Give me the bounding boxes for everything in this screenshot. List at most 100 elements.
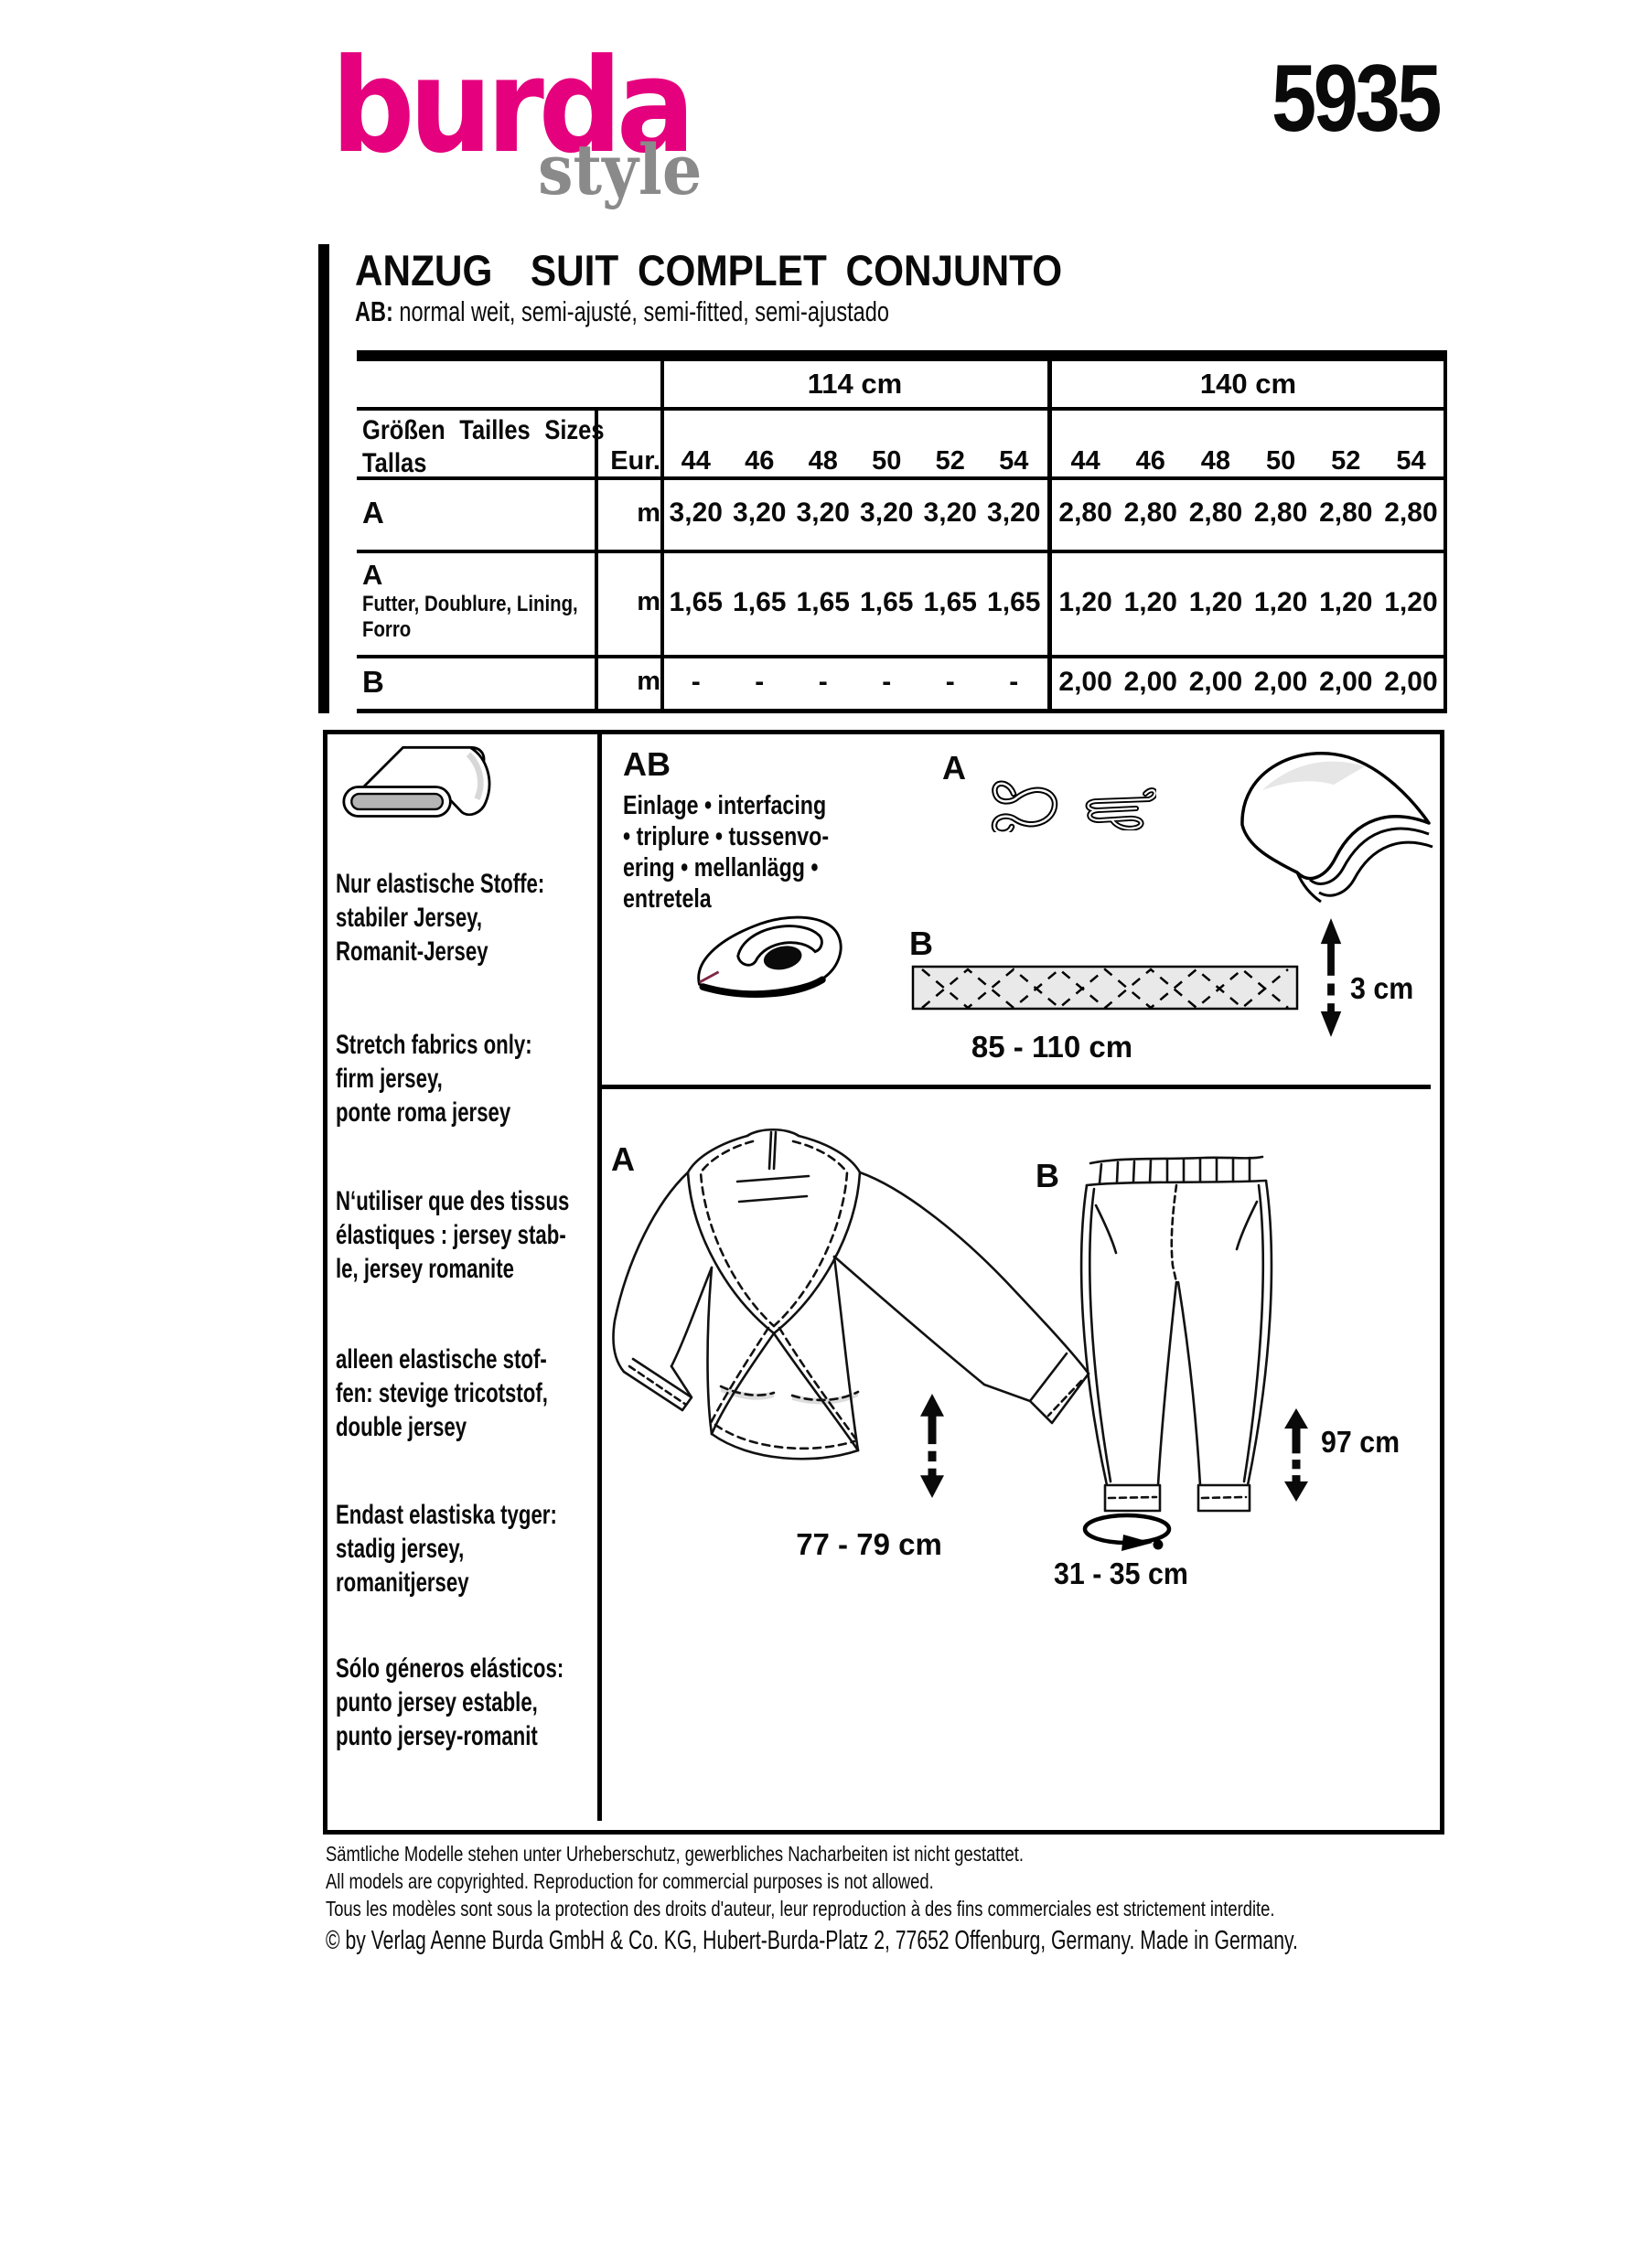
sublabel-line: Futter, Doublure, Lining, xyxy=(362,592,578,616)
copyright-line: Tous les modèles sont sous la protection… xyxy=(326,1897,1275,1920)
width-group-114: 114 cm xyxy=(807,368,903,400)
yardage-table: 114 cm 140 cm Größen Tailles Sizes Talla… xyxy=(357,350,1447,713)
yardage-value: 1,20 xyxy=(1253,586,1308,617)
strip-height-label: 3 cm xyxy=(1350,971,1414,1005)
pants-length-label: 97 cm xyxy=(1321,1425,1401,1459)
garment-b-label: B xyxy=(1036,1157,1059,1194)
yardage-value: 1,65 xyxy=(987,586,1041,617)
hook-eye-hook-icon xyxy=(1085,787,1156,830)
jacket-illustration xyxy=(612,1128,1090,1460)
sizes-header-label: Größen Tailles Sizes Tallas xyxy=(362,414,605,480)
advice-line: le, jersey romanite xyxy=(336,1254,514,1284)
interfacing-line: • triplure • tussenvo- xyxy=(623,822,830,851)
yardage-value: 2,00 xyxy=(1384,666,1438,697)
jacket-length-label: 77 - 79 cm xyxy=(796,1527,942,1561)
interfacing-text: Einlage • interfacing• triplure • tussen… xyxy=(623,790,829,915)
yardage-value: 3,20 xyxy=(733,497,787,528)
table-top-bar xyxy=(357,350,1447,361)
size-value: 50 xyxy=(1265,446,1296,476)
table-border xyxy=(357,476,1447,480)
table-border xyxy=(357,655,1447,658)
table-border xyxy=(357,407,1447,411)
notions-b-label: B xyxy=(909,925,933,962)
advice-line: Endast elastiska tyger: xyxy=(336,1500,557,1530)
fabric-advice-es: Sólo géneros elásticos:punto jersey esta… xyxy=(336,1652,563,1753)
sizes-header-line2: Tallas xyxy=(362,448,427,478)
copyright-line: Sämtliche Modelle stehen unter Urhebersc… xyxy=(326,1842,1024,1866)
yardage-value: 2,80 xyxy=(1188,497,1243,528)
ankle-girth-label: 31 - 35 cm xyxy=(1054,1557,1188,1590)
size-value: 46 xyxy=(1135,446,1165,476)
advice-line: romanitjersey xyxy=(336,1567,469,1598)
yardage-value: - xyxy=(882,666,892,697)
table-border xyxy=(1443,361,1447,713)
hook-eye-eye-icon xyxy=(991,780,1058,832)
yardage-value: 1,65 xyxy=(733,586,787,617)
fabric-advice-nl: alleen elastische stof-fen: stevige tric… xyxy=(336,1343,548,1444)
yardage-value: - xyxy=(945,666,955,697)
advice-line: alleen elastische stof- xyxy=(336,1344,547,1375)
row-a-label: A xyxy=(362,496,384,530)
info-panel xyxy=(323,730,1444,1835)
advice-line: élastiques : jersey stab- xyxy=(336,1220,566,1250)
table-border xyxy=(357,709,1447,713)
yardage-value: 1,65 xyxy=(669,586,723,617)
yardage-value: 1,20 xyxy=(1319,586,1373,617)
interfacing-line: ering • mellanlägg • xyxy=(623,853,819,883)
advice-line: fen: stevige tricotstof, xyxy=(336,1378,548,1408)
size-value: 52 xyxy=(1331,446,1361,476)
size-value: 54 xyxy=(1396,446,1426,476)
panel-vertical-divider xyxy=(597,734,602,1821)
yardage-value: 2,00 xyxy=(1188,666,1243,697)
title-accent-bar xyxy=(318,244,329,713)
pants-length-arrow-icon xyxy=(1284,1408,1308,1502)
garment-title: ANZUG SUIT COMPLET CONJUNTO xyxy=(355,246,1063,294)
yardage-value: 1,20 xyxy=(1384,586,1438,617)
advice-line: ponte roma jersey xyxy=(336,1097,511,1128)
sublabel-line: Forro xyxy=(362,617,412,642)
yardage-value: 2,80 xyxy=(1123,497,1177,528)
table-border xyxy=(1047,361,1052,713)
yardage-value: 2,00 xyxy=(1058,666,1112,697)
yardage-value: 1,65 xyxy=(860,586,914,617)
notions-heading: AB xyxy=(623,745,671,783)
yardage-value: - xyxy=(755,666,765,697)
width-group-140: 140 cm xyxy=(1199,368,1297,400)
yardage-value: 2,00 xyxy=(1319,666,1373,697)
advice-line: Romanit-Jersey xyxy=(336,936,488,967)
row-sublabel: Futter, Doublure, Lining,Forro xyxy=(362,592,578,643)
copyright-line: © by Verlag Aenne Burda GmbH & Co. KG, H… xyxy=(326,1926,1298,1955)
advice-line: stadig jersey, xyxy=(336,1534,465,1564)
advice-line: double jersey xyxy=(336,1412,467,1442)
size-value: 54 xyxy=(999,446,1029,476)
size-value: 48 xyxy=(1200,446,1231,476)
yardage-value: - xyxy=(1009,666,1019,697)
notions-a-label: A xyxy=(942,749,966,786)
yardage-value: 1,65 xyxy=(796,586,850,617)
table-border xyxy=(595,407,598,713)
yardage-value: 3,20 xyxy=(987,497,1041,528)
row-a-lining-unit: m xyxy=(637,587,660,616)
size-value: 52 xyxy=(935,446,965,476)
advice-line: Nur elastische Stoffe: xyxy=(336,869,545,899)
style-logo: style xyxy=(538,129,703,210)
table-border xyxy=(357,550,1447,553)
size-value: 46 xyxy=(745,446,775,476)
yardage-value: 3,20 xyxy=(860,497,914,528)
shoulder-pads-icon xyxy=(1240,752,1433,904)
advice-line: Stretch fabrics only: xyxy=(336,1030,532,1060)
yardage-value: 2,80 xyxy=(1253,497,1308,528)
yardage-value: 3,20 xyxy=(796,497,850,528)
advice-line: stabiler Jersey, xyxy=(336,903,483,933)
yardage-value: 1,65 xyxy=(923,586,977,617)
ab-label: AB: xyxy=(355,295,393,327)
yardage-value: - xyxy=(818,666,828,697)
advice-line: punto jersey estable, xyxy=(336,1687,538,1717)
